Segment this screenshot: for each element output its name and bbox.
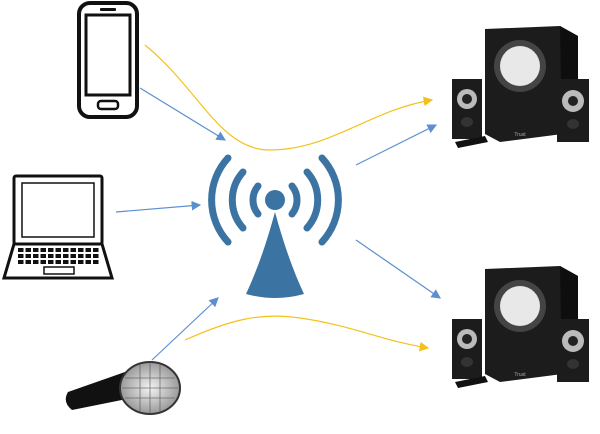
key xyxy=(25,248,31,252)
smartphone-icon xyxy=(77,1,139,119)
audio-stream-curve xyxy=(144,44,434,151)
microphone-icon xyxy=(65,361,181,415)
speaker-set-icon: Trust xyxy=(452,266,589,388)
key xyxy=(48,260,54,264)
signal-arrow xyxy=(139,87,227,141)
key xyxy=(78,254,84,258)
key xyxy=(93,254,99,258)
key xyxy=(48,254,54,258)
key xyxy=(78,260,84,264)
key xyxy=(48,248,54,252)
key xyxy=(55,260,61,264)
key xyxy=(18,248,24,252)
key xyxy=(18,254,24,258)
key xyxy=(55,254,61,258)
signal-arrow xyxy=(115,200,202,213)
key xyxy=(63,248,69,252)
speaker-set-icon: Trust xyxy=(452,26,589,148)
signal-arrow xyxy=(355,124,438,166)
wifi-access-point-icon xyxy=(208,154,342,298)
key xyxy=(85,254,91,258)
laptop-icon xyxy=(1,174,115,280)
key xyxy=(70,248,76,252)
key xyxy=(70,254,76,258)
key xyxy=(85,248,91,252)
key xyxy=(93,260,99,264)
keyboard xyxy=(18,248,99,264)
key xyxy=(85,260,91,264)
key xyxy=(40,248,46,252)
key xyxy=(55,248,61,252)
audio-stream-curve xyxy=(184,315,430,352)
key xyxy=(40,260,46,264)
signal-arrow xyxy=(355,239,441,299)
signal-arrow xyxy=(151,297,219,361)
svg-text:Trust: Trust xyxy=(514,372,526,378)
key xyxy=(33,260,39,264)
key xyxy=(18,260,24,264)
key xyxy=(63,260,69,264)
key xyxy=(33,254,39,258)
key xyxy=(25,260,31,264)
key xyxy=(93,248,99,252)
key xyxy=(25,254,31,258)
key xyxy=(70,260,76,264)
key xyxy=(33,248,39,252)
key xyxy=(63,254,69,258)
key xyxy=(78,248,84,252)
svg-text:Trust: Trust xyxy=(514,132,526,138)
key xyxy=(40,254,46,258)
